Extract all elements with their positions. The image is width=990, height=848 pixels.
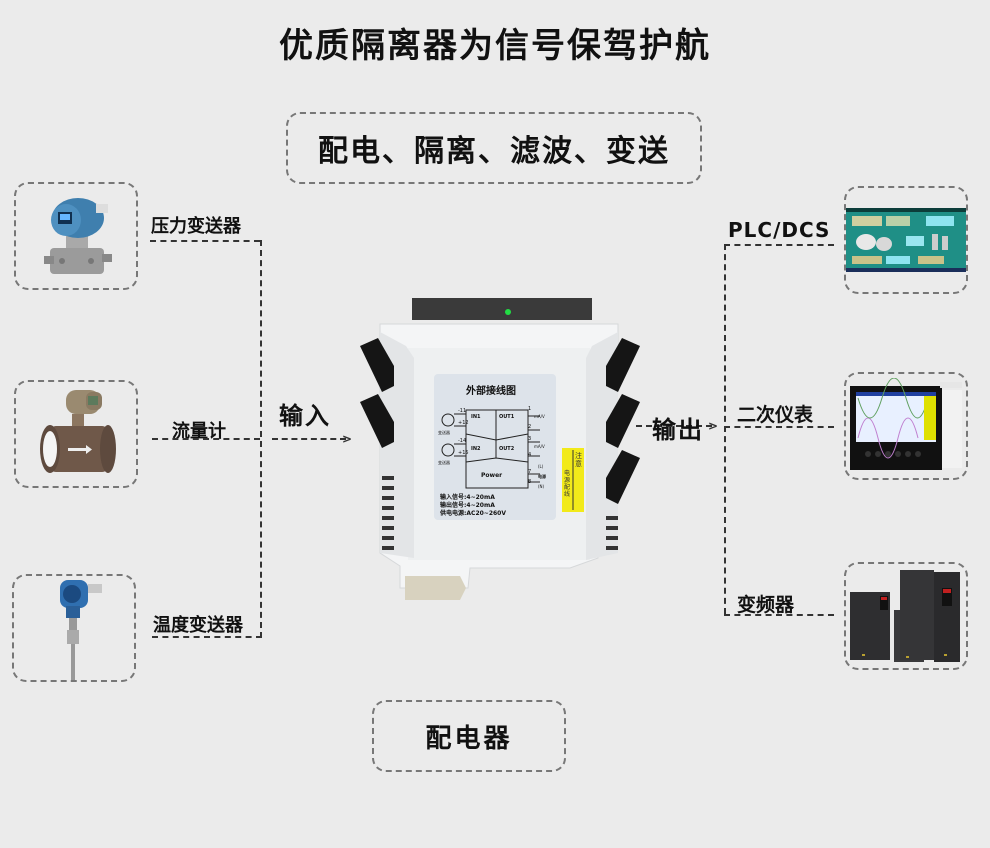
output-arrow-line [636,425,712,427]
input-label-temperature: 温度变送器 [153,615,243,636]
spec-power: 供电电源:AC20~260V [440,510,506,517]
output-label-secondary-instrument: 二次仪表 [737,404,814,426]
power-L: (L) [538,464,544,469]
output-label: 输出 [652,416,704,444]
secondary-instrument-icon [850,378,962,470]
frequency-inverter-icon [850,570,960,662]
terminal-connector-right-1 [606,338,640,392]
arrow-right-icon: > [342,432,353,446]
vent-slots-right [606,516,618,550]
spec-input: 输入信号:4~20mA [440,494,495,501]
connector-line [152,438,260,440]
connector-line [724,244,834,246]
sensor-label-1: 变送器 [438,430,450,435]
terminal-connector-right-2 [606,394,640,448]
signal-isolator-device [360,298,640,600]
terminal-connector-right-3 [606,450,640,504]
out2-block: OUT2 [499,446,515,452]
input-label-pressure: 压力变送器 [151,216,241,237]
wiring-diagram-title: 外部接线图 [466,386,516,397]
terminal-15: +15 [458,450,469,456]
temperature-transmitter-icon [60,580,102,680]
flowmeter-card [14,380,138,488]
out1-unit: mA/V [534,414,545,419]
terminal-2: 2 [528,424,532,430]
vent-slots-left [382,476,394,550]
led-indicator [505,309,511,315]
plc-dcs-screen-icon [846,208,966,272]
arrow-right-icon: > [708,419,719,433]
output-label-plc-dcs: PLC/DCS [728,218,831,242]
device-top-strip [412,298,592,320]
warning-text: 电源配线 [564,470,571,498]
pressure-transmitter-icon [44,198,112,274]
warning-title: 注 意 [575,452,582,468]
pressure-transmitter-card [14,182,138,290]
out1-block: OUT1 [499,414,515,420]
terminal-4: 4 [528,452,532,458]
sensor-icon [441,413,455,427]
connector-line [724,614,834,616]
input-label-flowmeter: 流量计 [172,421,226,442]
power-N: (N) [538,484,545,489]
page-title: 优质隔离器为信号保驾护航 [279,26,711,66]
secondary-instrument-card [844,372,968,480]
plc-dcs-card [844,186,968,294]
connector-line [150,240,260,242]
connector-line [152,636,262,638]
output-bus-line [724,244,726,614]
terminal-7: 7 [528,469,532,475]
connector-line [724,426,834,428]
functions-text: 配电、隔离、滤波、变送 [318,134,670,169]
input-label: 输入 [279,402,331,430]
din-rail-clip [405,576,466,600]
input-arrow-line [272,438,346,440]
sensor-icon [441,443,455,457]
in2-block: IN2 [471,446,481,452]
input-bus-line [260,240,262,638]
power-block: Power [481,472,503,479]
flowmeter-icon [40,390,116,473]
terminal-connector-left-2 [360,394,394,448]
terminal-12: +12 [458,420,469,426]
sensor-label-2: 变送器 [438,460,450,465]
out2-unit: mA/V [534,444,545,449]
terminal-14: -14 [458,438,467,444]
power-terminal-label: 电源 [538,474,546,479]
terminal-11: -11 [458,408,467,414]
terminal-1: 1 [528,406,532,412]
spec-output: 输出信号:4~20mA [440,502,495,509]
terminal-connector-left-1 [360,338,394,392]
in1-block: IN1 [471,414,481,420]
power-supplier-label: 配电器 [425,723,513,754]
terminal-3: 3 [528,436,532,442]
inverter-card [844,562,968,670]
output-label-inverter: 变频器 [737,594,795,616]
temperature-transmitter-card [12,574,136,682]
terminal-8: 8 [528,479,532,485]
power-supplier-box: 配电器 [372,700,566,772]
functions-box: 配电、隔离、滤波、变送 [286,112,702,184]
